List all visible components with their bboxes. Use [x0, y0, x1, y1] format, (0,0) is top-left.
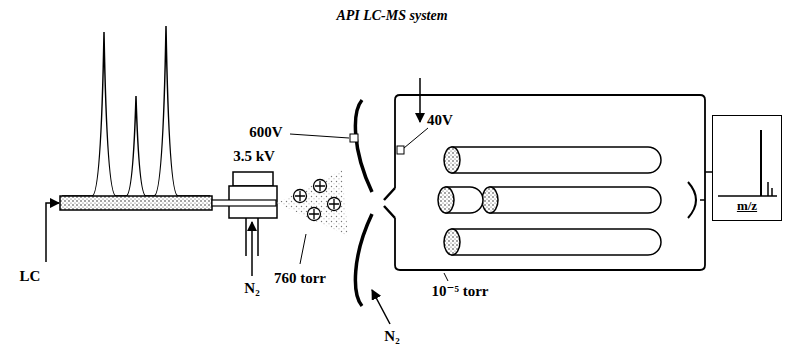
display-screen: m/z — [712, 115, 782, 221]
leader-line — [444, 273, 448, 281]
ions — [294, 180, 341, 221]
source-top — [233, 172, 273, 186]
axis-label: m/z — [737, 198, 757, 214]
diagram-title: API LC-MS system — [336, 8, 447, 23]
curtain-plate — [355, 100, 372, 306]
gas-label: N₂ — [244, 280, 259, 297]
lc-column — [60, 196, 212, 210]
plate-contact — [397, 146, 404, 154]
nebulizer-gas-arrow — [251, 222, 253, 276]
quadrupole-rods — [438, 147, 661, 255]
leader-line — [404, 128, 428, 148]
curtain-gas-arrow — [419, 78, 421, 122]
spectrum-peak — [767, 182, 769, 196]
voltage-label: 3.5 kV — [233, 148, 275, 165]
spectrum-peak — [760, 130, 762, 196]
pressure-label: 760 torr — [274, 270, 326, 287]
plate-contact — [350, 134, 358, 142]
capillary — [212, 200, 276, 206]
pressure-label: 10⁻⁵ torr — [432, 283, 489, 300]
voltage-label: 600V — [249, 124, 282, 141]
lc-inlet-arrow — [46, 203, 59, 262]
vacuum-housing — [395, 95, 705, 270]
orifice-skimmer — [384, 188, 395, 218]
chromatogram-peaks — [62, 26, 210, 196]
spray-plume — [277, 170, 348, 236]
curtain-gas-arrow — [372, 290, 390, 324]
leader-line — [290, 134, 349, 138]
leader-line — [300, 234, 306, 264]
lc-label: LC — [20, 268, 41, 285]
gas-label: N₂ — [384, 328, 399, 345]
signal-wire — [700, 172, 712, 200]
detector — [688, 182, 696, 218]
voltage-label: 40V — [427, 112, 453, 129]
spectrum-peak — [771, 188, 773, 196]
